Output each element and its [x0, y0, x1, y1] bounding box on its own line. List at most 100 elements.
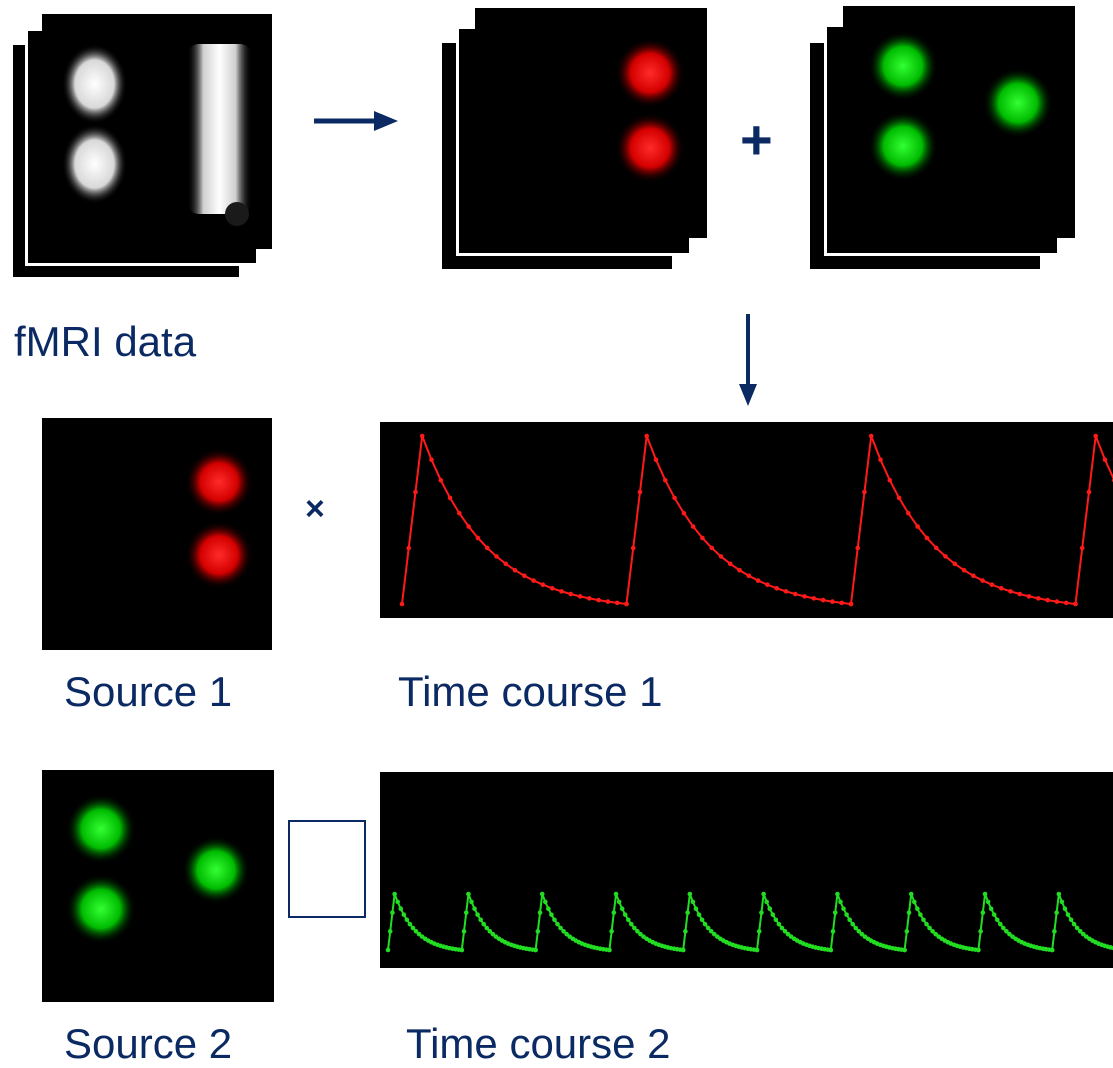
time_course_1-point [915, 524, 920, 529]
time-course-1-label: Time course 1 [398, 668, 663, 715]
time_course_1-point [672, 495, 677, 501]
time_course_2-point [1049, 947, 1055, 953]
time_course_2-point [564, 931, 569, 937]
time_course_1-point [559, 589, 564, 594]
time_course_2-point [542, 899, 548, 905]
time_course_2-point [773, 917, 779, 923]
time_course_2-point [392, 891, 397, 897]
time_course_1-point [774, 585, 780, 591]
time_course_2-point [785, 931, 791, 937]
time_course_1-point [1036, 596, 1041, 601]
time_course_1-point [1054, 599, 1060, 604]
time-course-2-label: Time course 2 [406, 1020, 671, 1067]
time_course_2-point [401, 912, 407, 917]
time_course_1-point [681, 510, 687, 516]
time_course_2-point [832, 910, 838, 915]
time_course_2-point [461, 929, 467, 934]
time_course_2-point [976, 947, 981, 953]
time_course_2-point [683, 929, 688, 934]
time_course_2-point [469, 899, 474, 905]
time_course_2-point [533, 947, 538, 953]
time_course_1-point [700, 535, 705, 541]
time_course_1-point [746, 573, 752, 579]
time_course_2-point [1080, 931, 1086, 937]
time_course_1-point [413, 489, 418, 495]
time_course_2-point [982, 891, 988, 897]
time_course_1-point [1079, 545, 1085, 551]
time_course_1-point [961, 567, 967, 573]
time_course_2-point [767, 906, 773, 912]
time_course_2-point [702, 921, 708, 927]
time_course_2-point [705, 925, 711, 931]
time_course_2-point [779, 925, 785, 931]
time_course_2-point [782, 928, 788, 934]
time_course_2-point [1068, 917, 1074, 923]
arrow-right-icon [314, 111, 398, 131]
time_course_2-point [988, 906, 994, 912]
time_course_2-point [927, 925, 932, 931]
time_course_2-point [629, 921, 634, 927]
time_course_2-point [998, 921, 1003, 927]
time_course_2-point [985, 899, 991, 905]
time_course_1-point [1093, 433, 1099, 439]
time_course_2-point [387, 929, 393, 934]
time_course_2-point [611, 910, 617, 915]
time_course_1-point [839, 600, 845, 606]
time_course_1-point [662, 477, 668, 483]
time_course_2-point [902, 947, 907, 953]
time_course_2-point [933, 931, 938, 937]
time_course_2-point [619, 906, 625, 912]
time-course-1-plot [380, 422, 1113, 618]
time_course_2-point [466, 891, 471, 897]
time_course_2-point [1071, 921, 1077, 927]
time_course_1-point [943, 554, 948, 559]
time_course_1-point [783, 589, 789, 594]
time_course_2-point [632, 925, 637, 931]
time_course_2-point [761, 891, 766, 897]
time_course_1-point [577, 594, 583, 599]
time_course_1-point [637, 489, 643, 495]
time_course_2-point [1062, 906, 1068, 912]
fmri-image [42, 14, 272, 249]
time_course_2-point [478, 917, 483, 923]
time_course_2-point [395, 899, 400, 905]
time_course_2-point [930, 928, 935, 934]
source-1-label: Source 1 [64, 668, 233, 715]
time_course_1-point [765, 582, 770, 588]
time_course_2-point [638, 931, 643, 937]
time_course_2-line [387, 893, 1113, 952]
time_course_1-point [522, 573, 527, 579]
time_course_2-point [696, 912, 702, 917]
time_course_2-point [1001, 925, 1006, 931]
time_course_1-point [475, 535, 481, 541]
time_course_2-point [911, 899, 917, 905]
time_course_1-point [568, 591, 574, 597]
time_course_2-point [416, 931, 422, 937]
time_course_2-point [918, 912, 923, 917]
time_course_2-point [776, 921, 782, 927]
time_course_1-point [419, 433, 425, 439]
time_course_1-point [399, 601, 405, 607]
time_course_2-point [908, 891, 914, 897]
time_course_2-point [680, 947, 686, 953]
time_course_1-point [855, 545, 861, 551]
time_course_2-point [558, 925, 563, 931]
time_course_2-point [853, 925, 859, 931]
time_course_2-point [613, 891, 619, 897]
times-operator: × [305, 490, 325, 528]
source-1-graphic [185, 448, 253, 589]
time_course_1-point [737, 567, 742, 573]
time_course_2-point [385, 947, 391, 953]
time_course_2-point [609, 929, 614, 934]
operator-placeholder-box [288, 820, 366, 918]
time_course_2-point [906, 910, 912, 915]
time_course_2-point [398, 906, 404, 912]
time_course_2-point [994, 917, 1000, 923]
time_course_1-point [406, 545, 412, 551]
time_course_2-point [546, 906, 551, 912]
time_course_2-point [759, 910, 764, 915]
time_course_2-point [841, 906, 846, 912]
time_course_1-point [447, 495, 453, 501]
fmri-image-graphic [62, 44, 252, 226]
time_course_1-point [1102, 457, 1108, 463]
